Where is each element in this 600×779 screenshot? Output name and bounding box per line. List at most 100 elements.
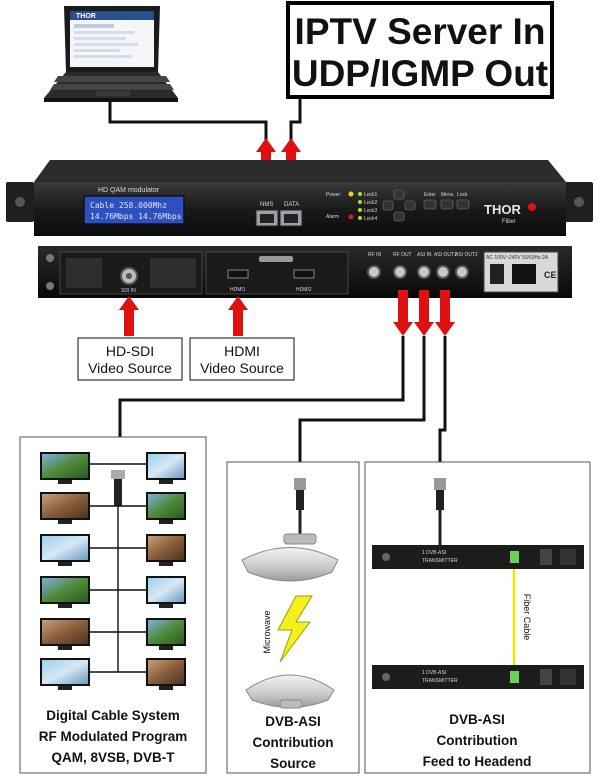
power-rating-label: AC 100V~240V 50/60Hz 2A bbox=[486, 255, 549, 261]
led-power-label: Power bbox=[326, 192, 341, 198]
rear-panel: SDI IN HDMI1 HDMI2 RF IN RF OUT ASI IN A… bbox=[38, 246, 572, 298]
nav-left-button[interactable] bbox=[382, 200, 394, 211]
laptop-illustration: THOR bbox=[44, 6, 178, 102]
tx-bottom-sub: TRANSMITTER bbox=[422, 678, 458, 684]
front-brand-sub: Fiber bbox=[502, 219, 516, 225]
asi-out1-wire bbox=[438, 336, 447, 476]
nav-keypad bbox=[382, 189, 416, 222]
hdmi-label-line1: HDMI bbox=[224, 343, 260, 359]
banner-box: IPTV Server In UDP/IGMP Out bbox=[286, 1, 554, 99]
led-lock3-label: Lock3 bbox=[364, 208, 378, 214]
banner-title-line1: IPTV Server In bbox=[295, 11, 546, 52]
sdi-in-label: SDI IN bbox=[121, 288, 136, 294]
front-model-label: HD QAM modulator bbox=[98, 187, 160, 194]
hdmi-arrow-icon bbox=[228, 296, 248, 336]
hdsdi-label-line1: HD-SDI bbox=[106, 343, 154, 359]
power-switch[interactable] bbox=[490, 264, 504, 284]
cable-system-panel: Digital Cable System RF Modulated Progra… bbox=[19, 436, 207, 774]
lcd-line2: 14.76Mbps 14.76Mbps bbox=[90, 212, 182, 221]
front-panel: HD QAM modulator Cable 258.000Mhz 14.76M… bbox=[6, 160, 593, 236]
lcd-line1: Cable 258.000Mhz bbox=[90, 201, 167, 210]
tx-bottom-title: 1 DVB-ASI bbox=[422, 670, 446, 676]
asi-in-wire bbox=[298, 336, 426, 476]
tv-icon bbox=[40, 658, 90, 690]
enter-button[interactable] bbox=[423, 199, 437, 210]
transmitter-unit-top: 1 DVB-ASI TRANSMITTER bbox=[372, 545, 584, 569]
lock3-led-icon bbox=[358, 208, 362, 212]
cable-panel-line3: QAM, 8VSB, DVB-T bbox=[51, 750, 175, 765]
alarm-led-icon bbox=[348, 214, 354, 220]
power-led-icon bbox=[348, 191, 354, 197]
microwave-dish-top-icon bbox=[241, 533, 339, 582]
asi-out1-arrow-icon bbox=[435, 290, 455, 336]
coax-plug-icon bbox=[114, 476, 122, 506]
rf-out-arrow-icon bbox=[393, 290, 413, 336]
asi-in-arrow-icon bbox=[414, 290, 434, 336]
fiber-port-bottom[interactable] bbox=[510, 671, 519, 683]
led-lock4-label: Lock4 bbox=[364, 216, 378, 222]
rf-in-label: RF IN bbox=[368, 252, 381, 258]
asi-feed-panel: 1 DVB-ASI TRANSMITTER Fiber Cable 1 DVB-… bbox=[364, 461, 591, 774]
tv-icon bbox=[40, 534, 90, 566]
asi-out2-label: ASI OUT2 bbox=[455, 252, 478, 258]
transmitter-unit-bottom: 1 DVB-ASI TRANSMITTER bbox=[372, 665, 584, 689]
power-socket[interactable] bbox=[512, 264, 536, 284]
asi-source-panel: Microwave DVB-ASI Contribution Source bbox=[226, 461, 360, 774]
data-port-label: DATA bbox=[284, 202, 299, 208]
led-lock1-label: Lock1 bbox=[364, 192, 378, 198]
tv-grid bbox=[40, 452, 186, 690]
hdmi2-port[interactable] bbox=[293, 269, 315, 279]
asi-in-label: ASI IN bbox=[417, 252, 432, 258]
lightning-icon bbox=[277, 595, 313, 663]
tv-icon bbox=[40, 492, 90, 524]
rf-in-connector[interactable] bbox=[367, 265, 381, 279]
nav-up-button[interactable] bbox=[393, 189, 405, 200]
tx-top-sub: TRANSMITTER bbox=[422, 558, 458, 564]
enter-button-label: Enter bbox=[424, 192, 436, 198]
asi-feed-line2: Contribution bbox=[437, 733, 518, 748]
led-lock2-label: Lock2 bbox=[364, 200, 378, 206]
hdmi-source-box: HDMI Video Source bbox=[189, 337, 295, 381]
lock1-led-icon bbox=[358, 192, 362, 196]
tv-icon bbox=[40, 576, 90, 608]
microwave-label: Microwave bbox=[262, 610, 272, 653]
asi-source-line3: Source bbox=[270, 756, 316, 771]
data-rj45-port[interactable] bbox=[284, 214, 298, 223]
asi-in-connector[interactable] bbox=[417, 265, 431, 279]
banner-title-line2: UDP/IGMP Out bbox=[292, 53, 548, 94]
front-brand-logo: THOR bbox=[484, 202, 521, 217]
tv-icon bbox=[146, 576, 186, 608]
bnc-plug-icon-2 bbox=[434, 478, 446, 490]
rf-out-label: RF OUT bbox=[393, 252, 412, 258]
cable-panel-line2: RF Modulated Program bbox=[39, 729, 188, 744]
led-alarm-label: Alarm bbox=[326, 214, 339, 220]
fiber-port-top[interactable] bbox=[510, 551, 519, 563]
rf-out-connector[interactable] bbox=[393, 265, 407, 279]
lock-button[interactable] bbox=[456, 199, 470, 210]
hdmi1-label: HDMI1 bbox=[230, 287, 246, 293]
lock2-led-icon bbox=[358, 200, 362, 204]
cable-panel-line1: Digital Cable System bbox=[46, 708, 180, 723]
tv-icon bbox=[146, 492, 186, 524]
tv-icon bbox=[146, 452, 186, 484]
nav-right-button[interactable] bbox=[404, 200, 416, 211]
asi-out1-label: ASI OUT1 bbox=[434, 252, 457, 258]
tv-icon bbox=[40, 618, 90, 650]
nms-rj45-port[interactable] bbox=[260, 214, 274, 223]
hdmi1-port[interactable] bbox=[227, 269, 249, 279]
menu-button-label: Menu bbox=[441, 192, 454, 198]
hdsdi-label-line2: Video Source bbox=[88, 360, 172, 376]
asi-feed-line3: Feed to Headend bbox=[423, 754, 532, 769]
lock4-led-icon bbox=[358, 216, 362, 220]
microwave-dish-bottom-icon bbox=[245, 674, 335, 709]
nav-down-button[interactable] bbox=[393, 211, 405, 222]
sdi-arrow-icon bbox=[119, 296, 139, 336]
lcd-display bbox=[83, 195, 185, 225]
asi-out2-connector[interactable] bbox=[455, 265, 469, 279]
menu-button[interactable] bbox=[440, 199, 454, 210]
asi-out1-connector[interactable] bbox=[436, 265, 450, 279]
data-network-wire bbox=[289, 97, 302, 146]
tv-icon bbox=[40, 452, 90, 484]
tx-top-title: 1 DVB-ASI bbox=[422, 550, 446, 556]
